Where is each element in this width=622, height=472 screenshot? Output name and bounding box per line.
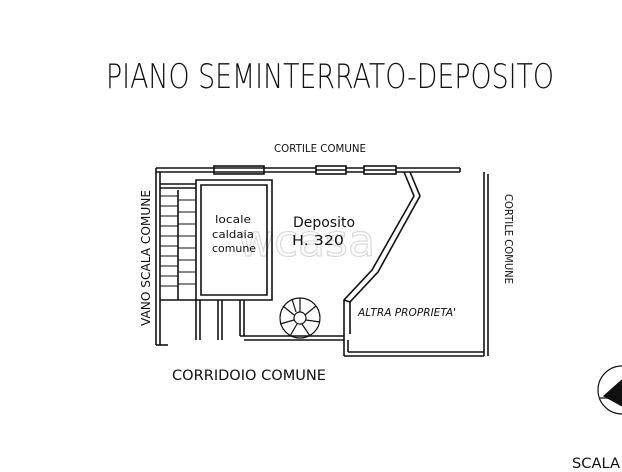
compass-rose <box>597 365 622 415</box>
label-deposito-name: Deposito <box>293 215 355 231</box>
label-cortile-right: CORTILE COMUNE <box>502 194 515 284</box>
plan-walls <box>155 165 489 357</box>
label-locale-line1: locale <box>215 213 251 226</box>
label-altra-proprieta: ALTRA PROPRIETA' <box>357 306 456 319</box>
watermark-text: wcasa <box>238 216 375 267</box>
spiral-staircase <box>279 297 321 339</box>
stair-treads <box>160 195 196 287</box>
label-scala: SCALA <box>572 456 620 472</box>
label-locale-line3: comune <box>212 242 256 255</box>
label-cortile-top: CORTILE COMUNE <box>274 142 366 155</box>
label-locale-line2: caldaia <box>212 228 254 241</box>
label-deposito-height: H. 320 <box>292 234 344 249</box>
label-vano-scala: VANO SCALA COMUNE <box>139 190 153 326</box>
label-corridoio: CORRIDOIO COMUNE <box>172 368 326 384</box>
plan-title: PIANO SEMINTERRATO-DEPOSITO <box>106 57 554 97</box>
